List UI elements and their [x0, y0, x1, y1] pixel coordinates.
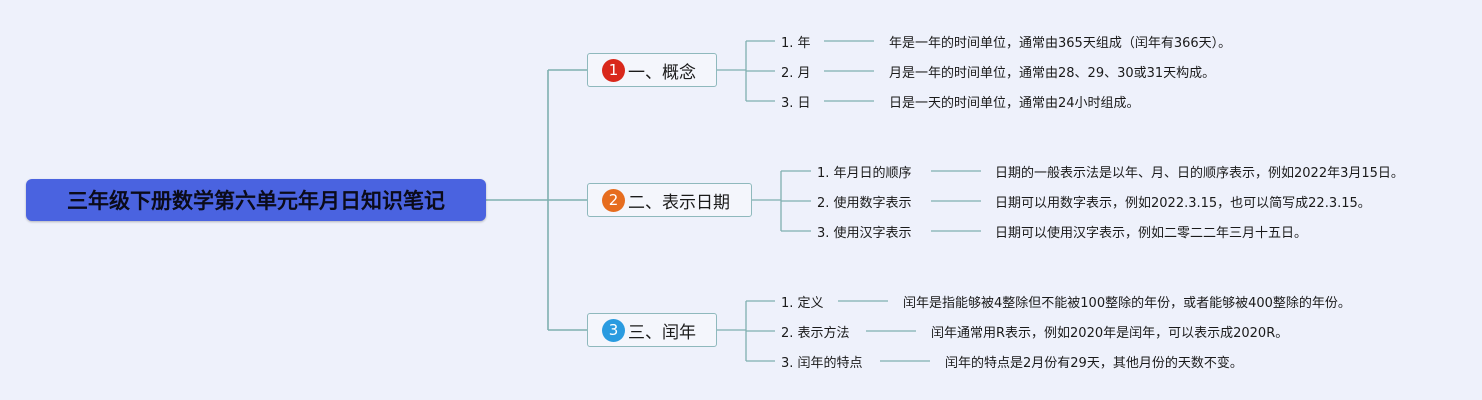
leaf-description: 闰年的特点是2月份有29天，其他月份的天数不变。 [945, 356, 1243, 371]
branch-number-badge: 1 [602, 58, 625, 82]
leaf-description: 日期可以使用汉字表示，例如二零二二年三月十五日。 [995, 226, 1308, 241]
leaf-description: 闰年通常用R表示，例如2020年是闰年，可以表示成2020R。 [931, 326, 1289, 341]
branch-number-badge: 2 [602, 188, 625, 212]
leaf-description: 日期可以用数字表示，例如2022.3.15，也可以简写成22.3.15。 [995, 196, 1371, 211]
branch-label: 三、闰年 [628, 322, 696, 343]
branch-label: 二、表示日期 [628, 192, 730, 213]
leaf-topic[interactable]: 1. 年 [781, 36, 811, 51]
root-topic-label: 三年级下册数学第六单元年月日知识笔记 [67, 189, 445, 213]
leaf-description: 日是一天的时间单位，通常由24小时组成。 [889, 96, 1140, 111]
leaf-topic[interactable]: 2. 月 [781, 66, 811, 81]
leaf-description: 年是一年的时间单位，通常由365天组成（闰年有366天）。 [889, 36, 1232, 51]
leaf-topic[interactable]: 3. 闰年的特点 [781, 356, 863, 371]
branch-number-badge: 3 [602, 318, 625, 342]
leaf-topic[interactable]: 2. 使用数字表示 [817, 196, 912, 211]
leaf-description: 日期的一般表示法是以年、月、日的顺序表示，例如2022年3月15日。 [995, 166, 1404, 181]
branch-label: 一、概念 [628, 62, 696, 83]
leaf-description: 闰年是指能够被4整除但不能被100整除的年份，或者能够被400整除的年份。 [903, 296, 1351, 311]
root-topic[interactable]: 三年级下册数学第六单元年月日知识笔记 [26, 179, 486, 221]
leaf-topic[interactable]: 1. 年月日的顺序 [817, 166, 912, 181]
leaf-topic[interactable]: 3. 日 [781, 96, 811, 111]
leaf-description: 月是一年的时间单位，通常由28、29、30或31天构成。 [889, 66, 1216, 81]
leaf-topic[interactable]: 2. 表示方法 [781, 326, 850, 341]
leaf-topic[interactable]: 3. 使用汉字表示 [817, 226, 912, 241]
leaf-topic[interactable]: 1. 定义 [781, 296, 824, 311]
